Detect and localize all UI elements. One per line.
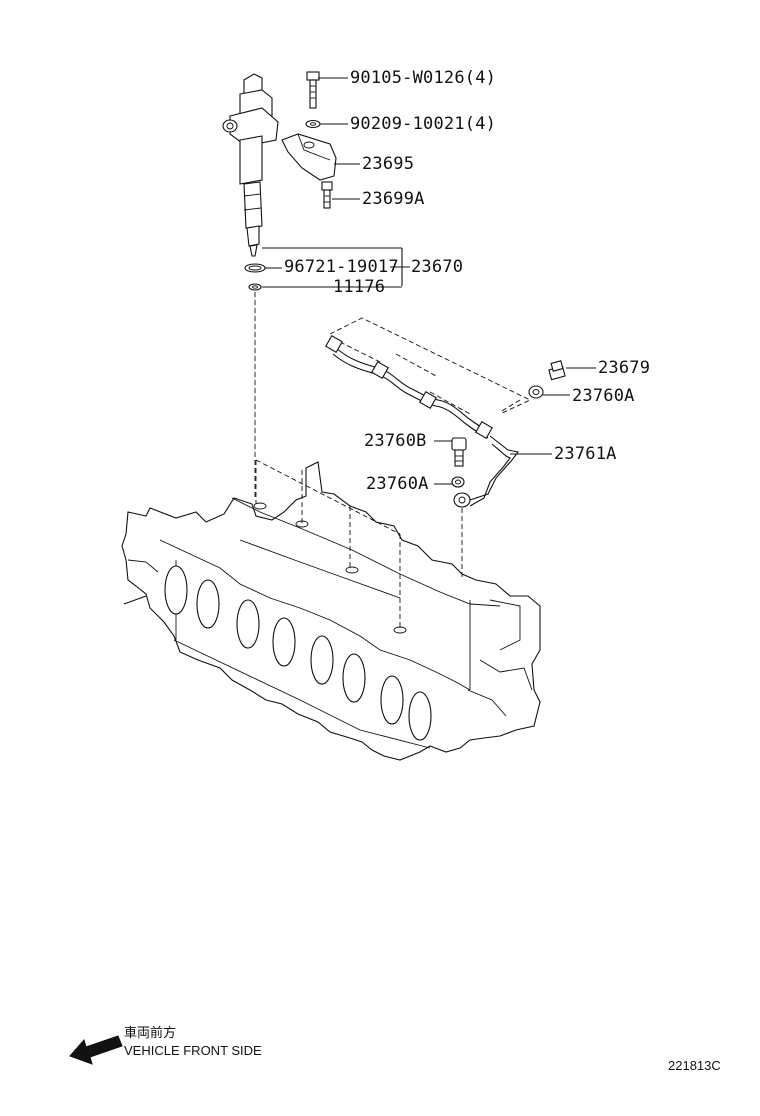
washer-drawing <box>305 119 321 129</box>
part-label-washer-1: 90209-10021(4) <box>350 114 497 134</box>
figure-code: 221813C <box>668 1058 721 1073</box>
part-label-bolt-1: 90105-W0126(4) <box>350 68 497 88</box>
gasket-b-drawing <box>451 437 467 467</box>
part-label-injector-assy: 23670 <box>411 257 464 277</box>
front-arrow-icon <box>69 1035 123 1065</box>
leak-off-pipe-drawing <box>325 317 532 508</box>
gasket-drawing <box>248 283 262 291</box>
part-label-pipe: 23761A <box>554 444 617 464</box>
front-label-jp: 車両前方 <box>124 1025 177 1040</box>
clamp-drawing <box>281 133 337 181</box>
part-label-gasket-b: 23760B <box>364 431 427 451</box>
injector-drawing <box>222 73 279 257</box>
part-label-gasket-a1: 23760A <box>572 386 635 406</box>
union-bolt-drawing <box>548 360 566 381</box>
part-label-gasket-a2: 23760A <box>366 474 429 494</box>
bolt-1-drawing <box>306 71 320 109</box>
part-label-union-bolt: 23679 <box>598 358 651 378</box>
part-label-gasket: 11176 <box>333 277 386 297</box>
bolt-2-drawing <box>321 181 333 209</box>
part-label-clamp: 23695 <box>362 154 415 174</box>
part-label-oring: 96721-19017 <box>284 257 399 277</box>
front-label-en: VEHICLE FRONT SIDE <box>124 1043 262 1058</box>
part-label-bolt-2: 23699A <box>362 189 425 209</box>
oring-drawing <box>244 263 266 273</box>
gasket-a1-drawing <box>528 385 544 399</box>
gasket-a2-drawing <box>451 476 465 488</box>
cylinder-head-drawing <box>121 459 541 761</box>
